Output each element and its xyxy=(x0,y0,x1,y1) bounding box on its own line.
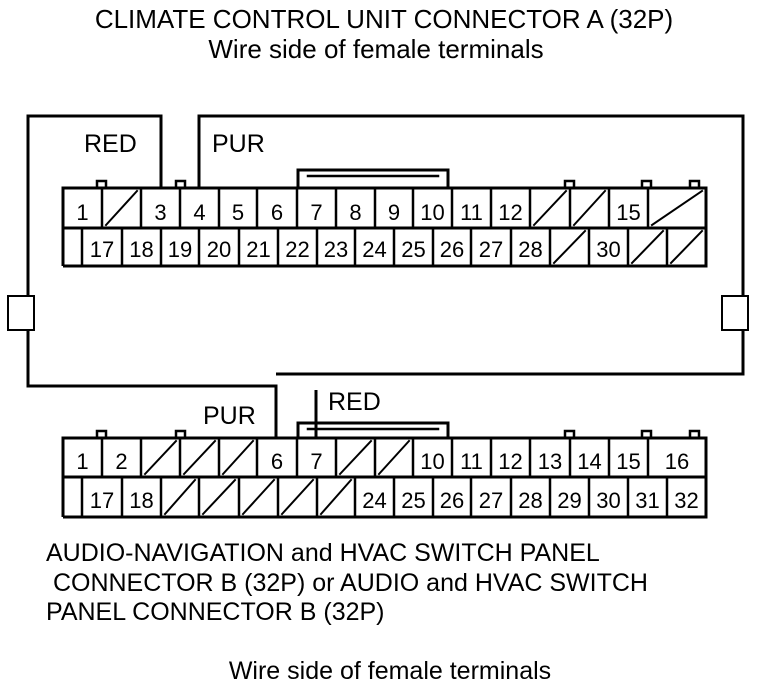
connector-b-empty-cavity xyxy=(319,478,353,516)
connector-b-tab xyxy=(640,429,653,440)
connector-a-terminal-24: 24 xyxy=(362,237,386,262)
connector-a-terminal-25: 25 xyxy=(401,237,425,262)
connector-b-terminal-30: 30 xyxy=(596,488,620,513)
connector-b-terminal-1: 1 xyxy=(76,449,88,474)
connector-a-key-ridge xyxy=(296,168,450,188)
connector-b-empty-cavity xyxy=(280,478,315,516)
connector-b-terminal-32: 32 xyxy=(674,488,698,513)
connector-a-subtitle: Wire side of female terminals xyxy=(208,34,544,64)
connector-b-wire-red-label: RED xyxy=(328,388,381,416)
connector-a-wire-pur-label: PUR xyxy=(212,130,265,158)
connector-b-terminal-6: 6 xyxy=(271,449,283,474)
connector-b-terminal-14: 14 xyxy=(577,449,601,474)
connector-b-subtitle: Wire side of female terminals xyxy=(228,657,552,685)
connector-b-empty-cavity xyxy=(143,439,178,476)
connector-a-terminal-21: 21 xyxy=(246,237,270,262)
connector-b-terminal-25: 25 xyxy=(401,488,425,513)
connector-b-terminal-13: 13 xyxy=(538,449,562,474)
connector-b-terminal-28: 28 xyxy=(518,488,542,513)
connector-b-terminal-2: 2 xyxy=(115,449,127,474)
connector-a-terminal-11: 11 xyxy=(460,200,483,225)
wire-break-right xyxy=(721,295,749,331)
connector-b-wire-pur-label: PUR xyxy=(203,402,256,430)
connector-a-housing xyxy=(61,186,708,268)
connector-a-title: CLIMATE CONTROL UNIT CONNECTOR A (32P) xyxy=(94,4,674,34)
connector-b-key-ridge xyxy=(296,421,450,438)
connector-b-terminal-27: 27 xyxy=(479,488,503,513)
connector-a-empty-cavity xyxy=(532,189,568,227)
connector-a-terminal-6: 6 xyxy=(271,200,283,225)
connector-b-empty-cavity xyxy=(241,478,276,516)
connector-b-housing xyxy=(61,436,708,519)
pur-wire-return xyxy=(276,330,745,376)
connector-a-terminal-5: 5 xyxy=(232,200,244,225)
connector-a-terminal-1: 1 xyxy=(76,200,88,225)
connector-a-terminal-23: 23 xyxy=(324,237,348,262)
connector-a-terminal-3: 3 xyxy=(154,200,166,225)
connector-a-empty-cavity xyxy=(650,189,704,227)
connector-a-empty-cavity xyxy=(552,229,587,265)
connector-a-terminal-17: 17 xyxy=(90,237,114,262)
connector-b-terminal-10: 10 xyxy=(420,449,444,474)
pur-wire-b-side xyxy=(26,330,278,438)
connector-a-tab xyxy=(688,179,701,190)
connector-b-empty-cavity xyxy=(338,439,373,476)
connector-a-terminal-19: 19 xyxy=(168,237,192,262)
connector-b-empty-cavity xyxy=(201,478,237,516)
connector-b-terminal-29: 29 xyxy=(557,488,581,513)
connector-a-empty-cavity xyxy=(630,229,665,265)
connector-a-terminal-18: 18 xyxy=(129,237,153,262)
connector-a-terminal-30: 30 xyxy=(596,237,620,262)
connector-b-caption-line-2: CONNECTOR B (32P) or AUDIO and HVAC SWIT… xyxy=(46,569,648,597)
connector-a-terminal-26: 26 xyxy=(440,237,464,262)
connector-b-terminal-15: 15 xyxy=(616,449,640,474)
connector-b-caption-line-1: AUDIO-NAVIGATION and HVAC SWITCH PANEL xyxy=(46,539,600,567)
connector-a-terminal-10: 10 xyxy=(420,200,444,225)
connector-a-wire-red-label: RED xyxy=(84,130,137,158)
red-wire-a-side xyxy=(26,114,163,296)
connector-a-terminal-22: 22 xyxy=(285,237,309,262)
connector-a-terminal-15: 15 xyxy=(616,200,640,225)
connector-b-terminal-12: 12 xyxy=(498,449,522,474)
connector-b-empty-cavity xyxy=(163,478,197,516)
connector-b-terminal-16: 16 xyxy=(665,449,689,474)
connector-a-terminal-9: 9 xyxy=(388,200,400,225)
connector-b-terminal-18: 18 xyxy=(129,488,153,513)
connector-b-terminal-17: 17 xyxy=(90,488,114,513)
connector-a-terminal-27: 27 xyxy=(479,237,503,262)
connector-a-terminal-7: 7 xyxy=(310,200,322,225)
connector-b-caption-line-3: PANEL CONNECTOR B (32P) xyxy=(46,598,385,626)
connector-b-tab xyxy=(688,429,701,440)
connector-a-empty-cavity xyxy=(669,229,704,265)
connector-b-terminal-26: 26 xyxy=(440,488,464,513)
connector-b-empty-cavity xyxy=(182,439,217,476)
connector-b-terminal-24: 24 xyxy=(362,488,386,513)
connector-a-terminal-12: 12 xyxy=(498,200,522,225)
connector-a-tab xyxy=(640,179,653,190)
pur-wire-a-side xyxy=(197,114,745,296)
connector-b-empty-cavity xyxy=(221,439,255,476)
connector-b-terminal-11: 11 xyxy=(460,449,483,474)
connector-b-terminal-7: 7 xyxy=(310,449,322,474)
connector-b-empty-cavity xyxy=(377,439,411,476)
connector-a-terminal-4: 4 xyxy=(193,200,205,225)
connector-a-terminal-28: 28 xyxy=(518,237,542,262)
wire-break-left xyxy=(7,295,35,331)
connector-a-empty-cavity xyxy=(104,189,139,227)
connector-a-terminal-20: 20 xyxy=(207,237,231,262)
connector-a-empty-cavity xyxy=(572,189,607,227)
connector-b-terminal-31: 31 xyxy=(635,488,659,513)
connector-a-terminal-8: 8 xyxy=(349,200,361,225)
